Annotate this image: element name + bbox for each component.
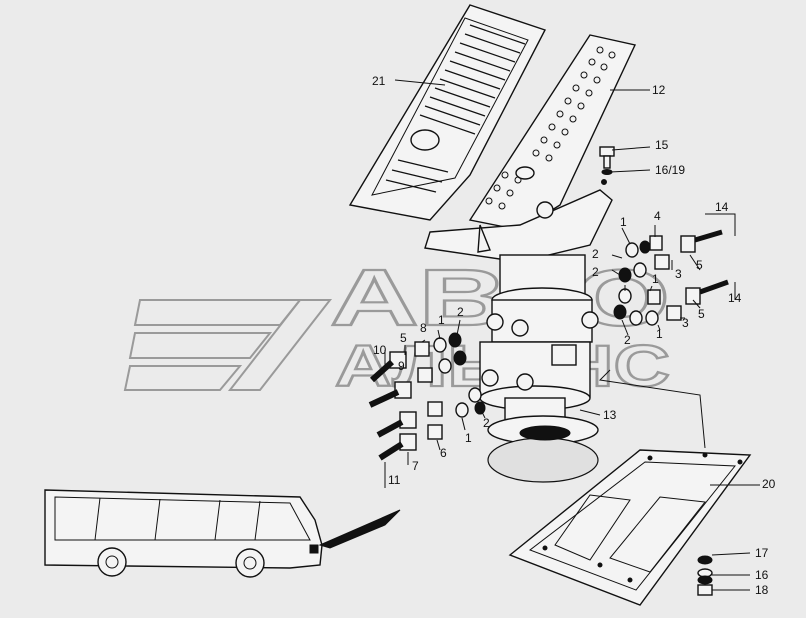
- callout-1-r2: 1: [652, 272, 659, 286]
- callout-15: 15: [655, 138, 669, 152]
- callout-18: 18: [755, 583, 769, 597]
- callout-3-r2: 3: [682, 316, 689, 330]
- callout-2-r1: 2: [592, 247, 599, 261]
- watermark-logo: [123, 299, 333, 391]
- part-21-pedal-pad: [348, 4, 546, 221]
- fittings-right-row1: [618, 229, 723, 283]
- callout-2-r3: 2: [624, 333, 631, 347]
- fittings-left: [368, 332, 486, 461]
- callout-1-low: 1: [465, 431, 472, 445]
- callout-13: 13: [603, 408, 617, 422]
- callout-16-19: 16/19: [655, 163, 685, 177]
- callout-5-left: 5: [400, 331, 407, 345]
- bus-illustration: [44, 489, 401, 578]
- fittings-right-row2: [613, 279, 729, 326]
- leader-lines: [384, 79, 760, 591]
- callout-5-r1: 5: [696, 258, 703, 272]
- callout-1-r3: 1: [656, 327, 663, 341]
- callout-7: 7: [412, 459, 419, 473]
- callout-4: 4: [654, 209, 661, 223]
- callout-16: 16: [755, 568, 769, 582]
- callout-14-mid: 14: [728, 291, 742, 305]
- parts-17-16-18-fasteners: [697, 555, 713, 596]
- callout-8: 8: [420, 321, 427, 335]
- callout-5-r2: 5: [698, 307, 705, 321]
- callout-2-r2: 2: [592, 265, 599, 279]
- pedal-hinge-base: [424, 179, 613, 263]
- brake-valve-body: [479, 254, 599, 483]
- part-15-screw: [599, 146, 615, 175]
- callout-1-left: 1: [438, 313, 445, 327]
- callout-labels: 21 12 15 16/19 14 4 1 2 2 3 5 1 14 3 5 1…: [372, 74, 776, 597]
- callout-20: 20: [762, 477, 776, 491]
- callout-1-r1: 1: [620, 215, 627, 229]
- callout-11: 11: [388, 473, 401, 487]
- callout-10: 10: [373, 343, 387, 357]
- callout-12: 12: [652, 83, 666, 97]
- callout-2-left: 2: [457, 305, 464, 319]
- callout-21: 21: [372, 74, 386, 88]
- callout-14-top: 14: [715, 200, 729, 214]
- callout-9: 9: [398, 359, 405, 373]
- part-20-floor-plate: [508, 449, 752, 606]
- callout-6: 6: [440, 446, 447, 460]
- callout-3-r1: 3: [675, 267, 682, 281]
- callout-2-low: 2: [483, 416, 490, 430]
- callout-17: 17: [755, 546, 769, 560]
